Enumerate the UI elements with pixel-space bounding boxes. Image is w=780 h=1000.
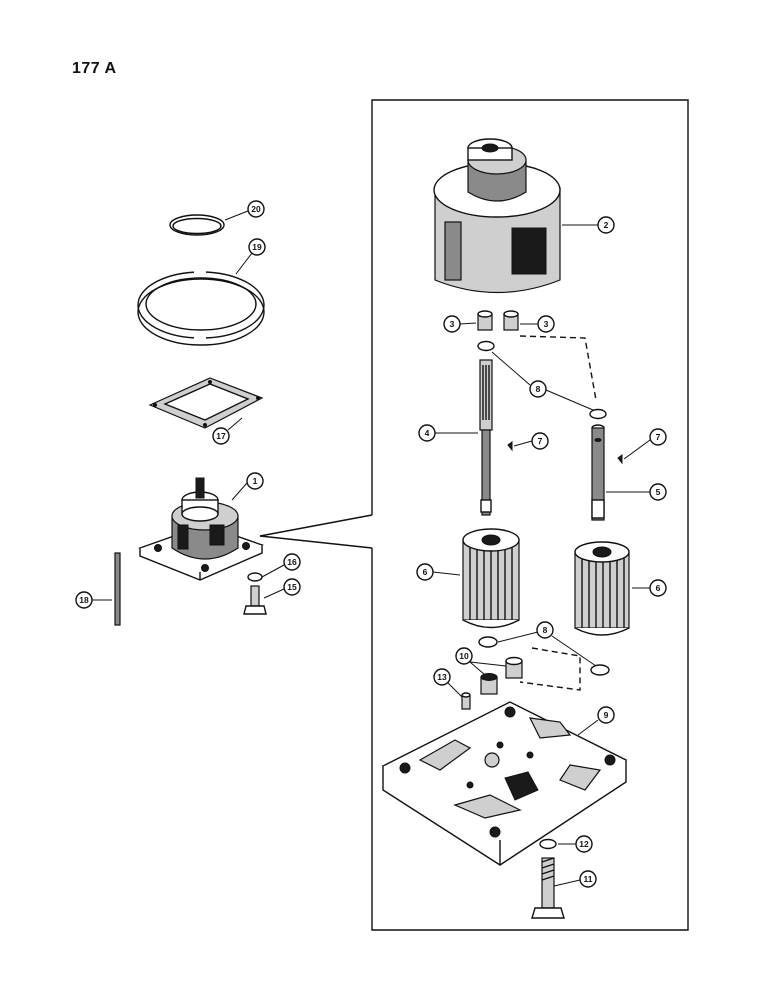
svg-text:8: 8	[536, 384, 541, 394]
part-2-pump-housing	[433, 138, 561, 294]
callout-3-right: 3	[537, 315, 555, 333]
part-7-key-left	[507, 441, 513, 452]
leader-lines	[92, 210, 651, 887]
callout-1: 1	[246, 472, 264, 490]
svg-text:3: 3	[544, 319, 549, 329]
svg-text:8: 8	[543, 625, 548, 635]
part-3-bushing-left	[477, 310, 493, 331]
callout-8-top: 8	[529, 380, 547, 398]
callout-3-left: 3	[443, 315, 461, 333]
svg-text:19: 19	[252, 242, 262, 252]
part-8-snap-ring-top	[477, 335, 607, 420]
part-18-pin	[114, 552, 121, 626]
callout-12: 12	[575, 835, 593, 853]
part-6-gear-left	[462, 528, 520, 629]
callout-7-left: 7	[531, 432, 549, 450]
callout-17: 17	[212, 427, 230, 445]
part-5-idler-shaft	[591, 424, 605, 521]
part-13-dowel-pin	[461, 692, 471, 710]
callout-5: 5	[649, 483, 667, 501]
svg-text:11: 11	[584, 874, 593, 884]
callout-16: 16	[283, 553, 301, 571]
svg-text:7: 7	[538, 436, 543, 446]
part-10-bushing-left	[480, 673, 498, 695]
callout-6-left: 6	[416, 563, 434, 581]
part-9-cover-plate	[381, 701, 628, 866]
callout-8-bottom: 8	[536, 621, 554, 639]
part-11-bolt	[531, 857, 565, 919]
callout-20: 20	[247, 200, 265, 218]
callout-10: 10	[455, 647, 473, 665]
part-6-gear-right	[574, 541, 630, 636]
page-number: 177 A	[72, 60, 117, 77]
svg-text:13: 13	[437, 672, 447, 682]
detail-inset-frame	[259, 99, 689, 931]
callout-11: 11	[579, 870, 597, 888]
part-19-seal-ring	[137, 270, 265, 346]
callout-13: 13	[433, 668, 451, 686]
svg-text:2: 2	[604, 220, 609, 230]
callout-7-right: 7	[649, 428, 667, 446]
part-3-bushing-right	[503, 310, 519, 331]
part-15-bolt	[243, 585, 267, 615]
part-17-gasket	[148, 377, 264, 429]
svg-text:17: 17	[216, 431, 226, 441]
svg-text:1: 1	[253, 476, 258, 486]
svg-text:6: 6	[656, 583, 661, 593]
svg-text:18: 18	[79, 595, 89, 605]
svg-text:9: 9	[604, 710, 609, 720]
part-20-snap-ring	[169, 214, 225, 236]
callout-15: 15	[283, 578, 301, 596]
svg-text:20: 20	[251, 204, 261, 214]
callout-6-right: 6	[649, 579, 667, 597]
part-12-washer	[539, 838, 557, 850]
part-10-bushing-right	[505, 656, 523, 679]
part-7-key-right	[617, 454, 623, 465]
svg-text:6: 6	[423, 567, 428, 577]
svg-text:3: 3	[450, 319, 455, 329]
svg-text:15: 15	[287, 582, 297, 592]
svg-text:12: 12	[579, 839, 589, 849]
part-16-washer	[247, 572, 263, 582]
callout-18: 18	[75, 591, 93, 609]
callout-4: 4	[418, 424, 436, 442]
svg-text:10: 10	[459, 651, 469, 661]
part-1-pump-assembly	[138, 477, 264, 581]
callout-2: 2	[597, 216, 615, 234]
callout-9: 9	[597, 706, 615, 724]
svg-text:4: 4	[425, 428, 430, 438]
callout-19: 19	[248, 238, 266, 256]
svg-text:16: 16	[287, 557, 297, 567]
svg-text:7: 7	[656, 432, 661, 442]
part-4-drive-shaft	[479, 359, 493, 516]
part-8-snap-ring-bottom	[478, 636, 610, 691]
svg-text:5: 5	[656, 487, 661, 497]
